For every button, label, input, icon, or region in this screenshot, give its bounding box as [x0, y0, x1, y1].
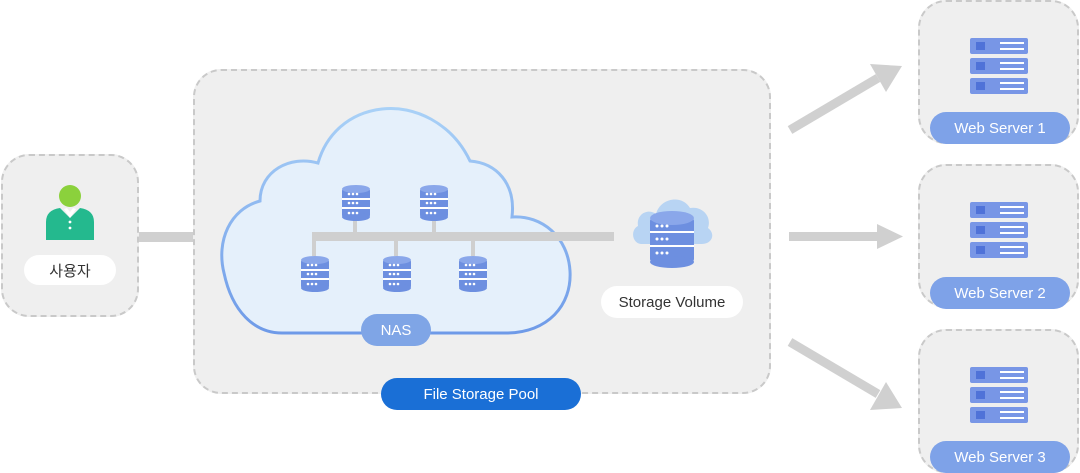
arrow-icon	[787, 338, 902, 410]
server-stack-icon	[970, 202, 1028, 258]
database-icon	[420, 185, 448, 221]
nas-network-bus	[312, 220, 614, 256]
database-icon	[459, 256, 487, 292]
storage-volume-label: Storage Volume	[601, 286, 743, 318]
database-icon	[342, 185, 370, 221]
user-connector-line	[136, 232, 196, 242]
cloud-database-icon	[633, 199, 713, 268]
nas-label: NAS	[361, 314, 431, 346]
database-icon	[301, 256, 329, 292]
arrow-icon	[787, 64, 902, 134]
web-server-2-label: Web Server 2	[930, 277, 1070, 309]
server-stack-icon	[970, 367, 1028, 423]
file-storage-pool-label: File Storage Pool	[381, 378, 581, 410]
web-server-3-label: Web Server 3	[930, 441, 1070, 473]
web-server-1-label: Web Server 1	[930, 112, 1070, 144]
server-stack-icon	[970, 38, 1028, 94]
arrow-icon	[789, 224, 903, 249]
user-icon	[46, 185, 94, 240]
database-icon	[383, 256, 411, 292]
user-label: 사용자	[24, 255, 116, 285]
